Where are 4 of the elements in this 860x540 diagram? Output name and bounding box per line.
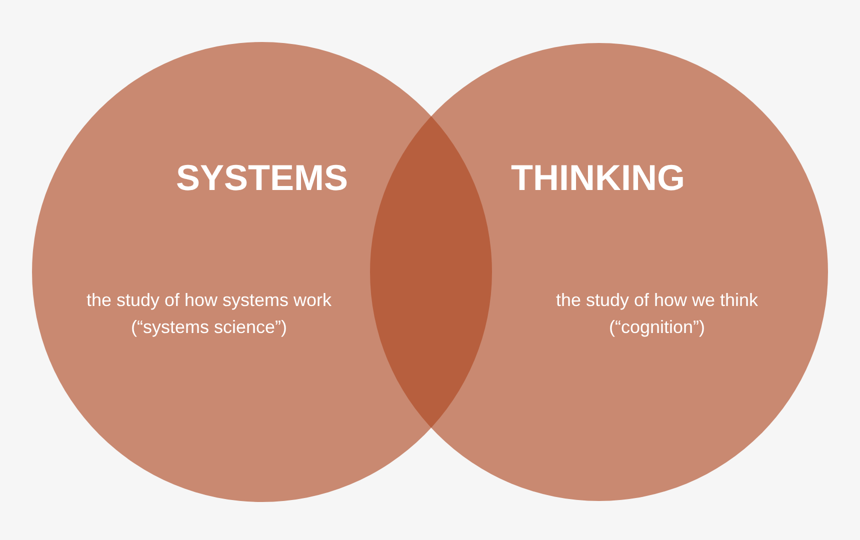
circle-description: the study of how systems work (“systems science”)	[85, 289, 333, 339]
circle-heading: THINKING	[511, 157, 685, 199]
circle-description: the study of how we think (“cognition”)	[554, 289, 760, 339]
circle-heading: SYSTEMS	[176, 157, 348, 199]
